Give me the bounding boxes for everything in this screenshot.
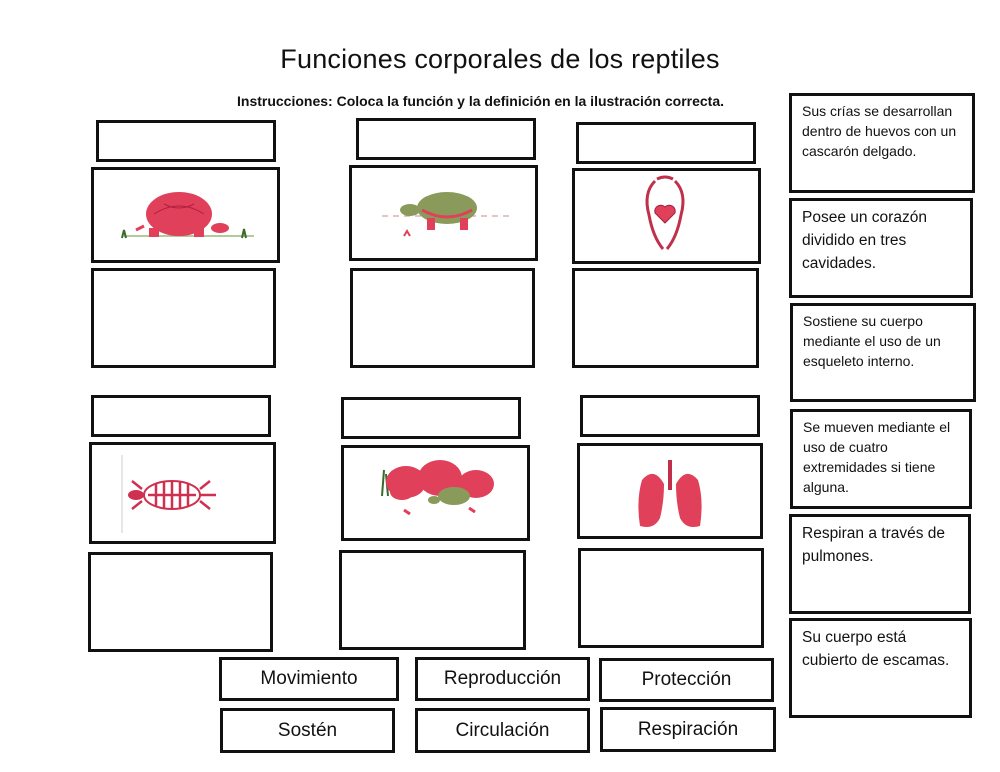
word-card-reproduccion[interactable]: Reproducción <box>415 657 590 701</box>
word-card-sosten[interactable]: Sostén <box>220 708 395 753</box>
walking-turtle-icon <box>352 168 535 258</box>
function-drop-zone-6[interactable] <box>580 395 760 437</box>
definition-drop-zone-6[interactable] <box>578 548 764 648</box>
illustration-card-1 <box>91 167 280 263</box>
turtle-skeleton-icon <box>92 445 273 541</box>
heart-icon <box>575 171 758 261</box>
definition-card-3[interactable]: Sostiene su cuerpo mediante el uso de un… <box>790 303 976 402</box>
function-drop-zone-1[interactable] <box>96 120 276 162</box>
definition-drop-zone-1[interactable] <box>91 268 276 368</box>
definition-card-6[interactable]: Su cuerpo está cubierto de escamas. <box>789 618 972 718</box>
word-card-proteccion[interactable]: Protección <box>599 658 774 702</box>
word-card-respiracion[interactable]: Respiración <box>600 707 776 752</box>
function-drop-zone-5[interactable] <box>341 397 521 439</box>
definition-card-1[interactable]: Sus crías se desarrollan dentro de huevo… <box>789 93 975 193</box>
red-turtle-icon <box>94 170 277 260</box>
definition-card-5[interactable]: Respiran a través de pulmones. <box>789 514 971 614</box>
illustration-card-4 <box>89 442 276 544</box>
illustration-card-6 <box>577 443 763 539</box>
definition-drop-zone-2[interactable] <box>350 268 535 368</box>
illustration-card-2 <box>349 165 538 261</box>
lungs-icon <box>580 446 760 536</box>
definition-card-4[interactable]: Se mueven mediante el uso de cuatro extr… <box>790 409 972 509</box>
word-card-movimiento[interactable]: Movimiento <box>219 657 399 701</box>
turtle-eggs-icon <box>344 448 527 538</box>
definition-drop-zone-5[interactable] <box>339 550 526 650</box>
definition-drop-zone-3[interactable] <box>572 268 759 368</box>
function-drop-zone-2[interactable] <box>356 118 536 160</box>
illustration-card-3 <box>572 168 761 264</box>
definition-drop-zone-4[interactable] <box>88 552 273 652</box>
illustration-card-5 <box>341 445 530 541</box>
function-drop-zone-3[interactable] <box>576 122 756 164</box>
word-card-circulacion[interactable]: Circulación <box>415 708 590 753</box>
function-drop-zone-4[interactable] <box>91 395 271 437</box>
instructions-text: Instrucciones: Coloca la función y la de… <box>237 93 725 109</box>
page-title: Funciones corporales de los reptiles <box>280 44 720 74</box>
definition-card-2[interactable]: Posee un corazón dividido en tres cavida… <box>789 198 973 298</box>
